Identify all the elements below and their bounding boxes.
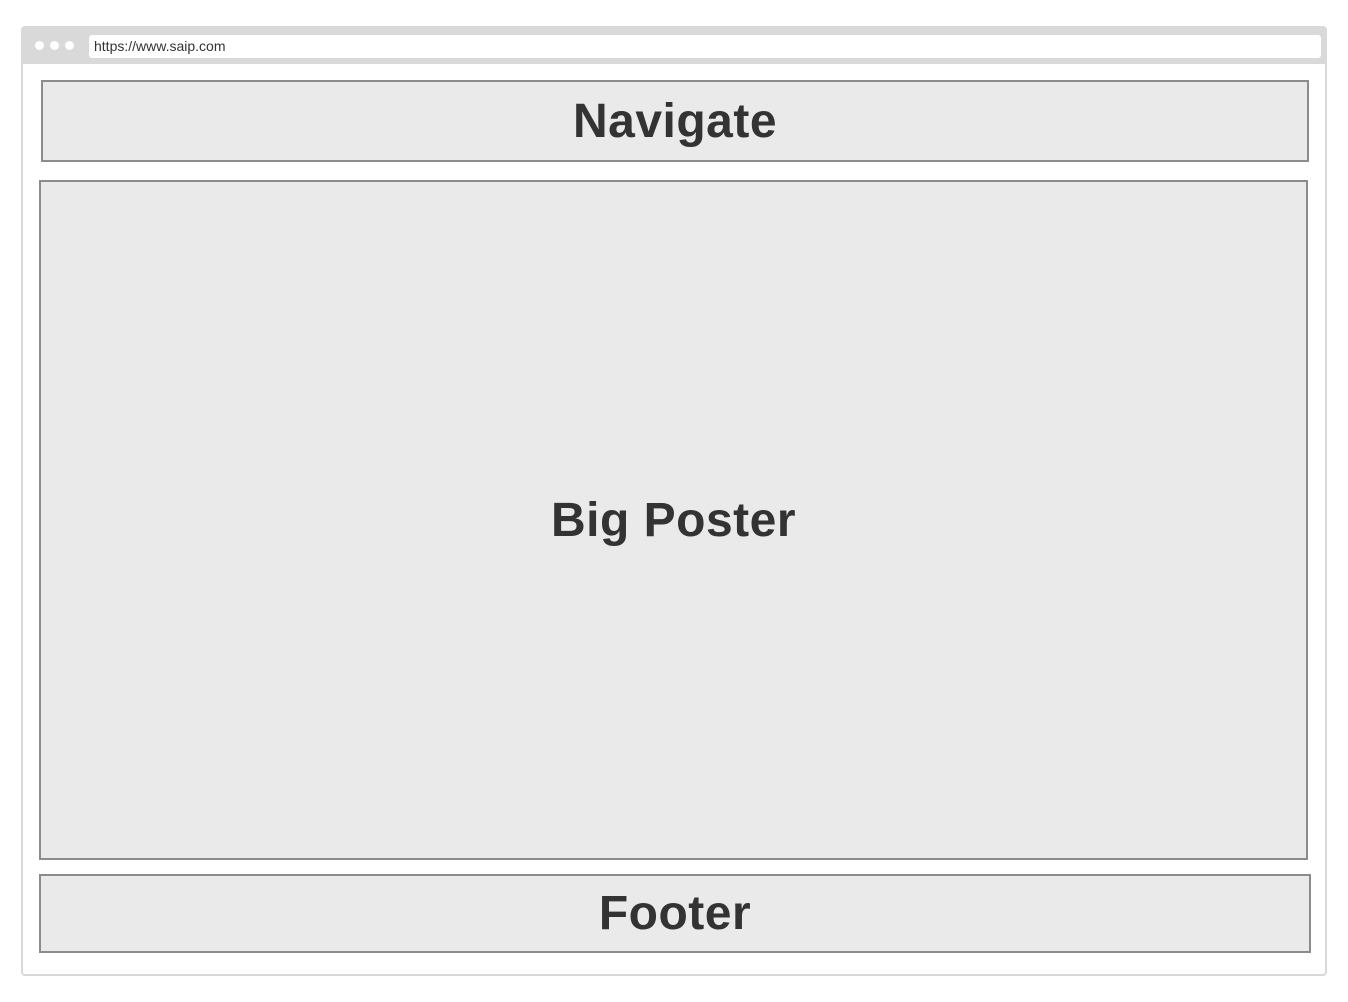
footer: Footer	[39, 874, 1311, 953]
footer-label: Footer	[598, 887, 752, 940]
navigation-label: Navigate	[572, 94, 778, 148]
poster-label: Big Poster	[550, 493, 797, 547]
browser-window: https://www.saip.com Navigate Big Poster…	[21, 26, 1327, 976]
big-poster[interactable]: Big Poster	[39, 180, 1308, 860]
navigation-bar[interactable]: Navigate	[41, 80, 1309, 162]
window-dot-icon[interactable]	[65, 41, 74, 50]
browser-toolbar: https://www.saip.com	[23, 28, 1325, 64]
window-dot-icon[interactable]	[35, 41, 44, 50]
window-dot-icon[interactable]	[50, 41, 59, 50]
address-bar[interactable]: https://www.saip.com	[89, 35, 1321, 58]
